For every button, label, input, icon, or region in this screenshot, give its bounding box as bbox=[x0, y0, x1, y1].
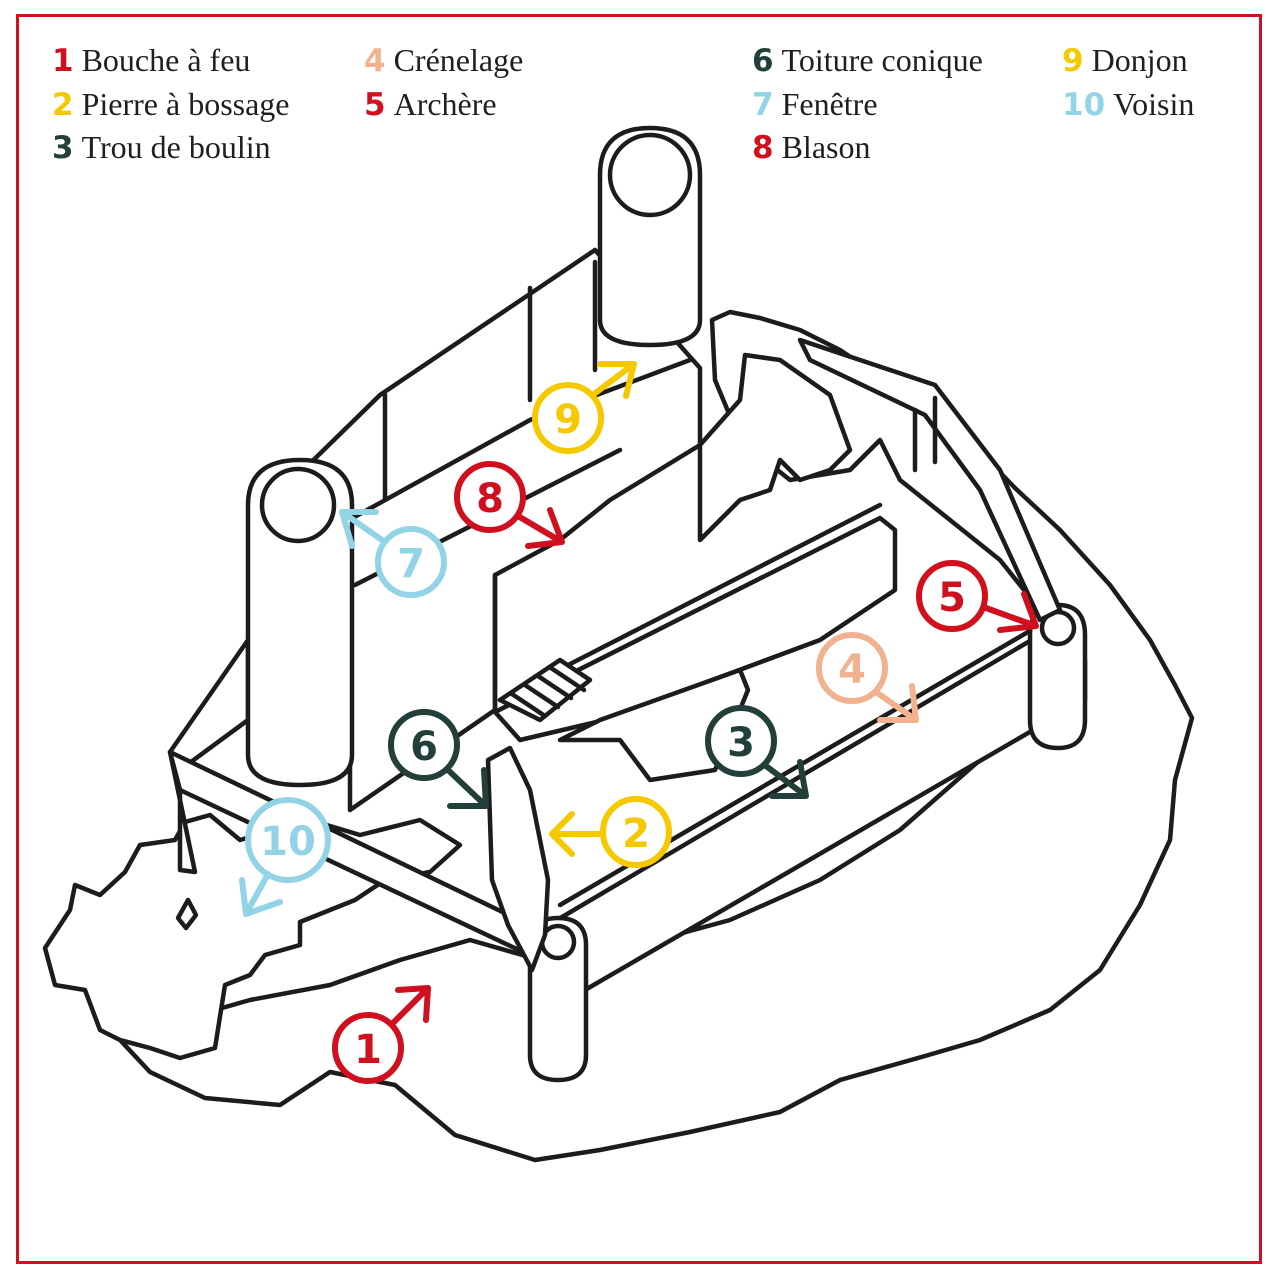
tower-keep-back-roof bbox=[607, 132, 693, 218]
marker-arrow bbox=[515, 507, 565, 549]
marker-9: 9 bbox=[532, 361, 637, 454]
tower-keep-left-roof bbox=[259, 466, 337, 544]
marker-arrow bbox=[339, 509, 385, 549]
legend-label: Trou de boulin bbox=[81, 129, 271, 165]
bridge bbox=[497, 657, 593, 723]
marker-arrow bbox=[763, 759, 809, 799]
legend-label: Archère bbox=[393, 86, 497, 122]
legend-number: 1 bbox=[52, 43, 74, 79]
marker-arrow bbox=[549, 811, 605, 857]
keep-inner-rampart bbox=[337, 357, 693, 528]
legend-number: 4 bbox=[364, 43, 386, 79]
gate-wedge bbox=[485, 745, 551, 973]
legend-number: 6 bbox=[752, 43, 774, 79]
marker-8: 8 bbox=[454, 461, 565, 549]
legend-number: 9 bbox=[1062, 43, 1084, 79]
marker-number: 7 bbox=[397, 541, 425, 587]
legend-label: Donjon bbox=[1091, 42, 1188, 78]
rock-notch bbox=[175, 897, 199, 931]
legend-label: Toiture conique bbox=[781, 42, 983, 78]
marker-number: 8 bbox=[476, 476, 504, 522]
marker-arrow bbox=[873, 683, 919, 723]
marker-arrow bbox=[591, 361, 637, 399]
keep-wall-edges bbox=[352, 259, 623, 713]
red-frame-border bbox=[16, 14, 1262, 1264]
marker-10: 10 bbox=[239, 797, 331, 917]
legend-number: 2 bbox=[52, 87, 74, 123]
legend-label: Fenêtre bbox=[781, 86, 878, 122]
legend-number: 5 bbox=[364, 87, 386, 123]
tower-keep-left bbox=[245, 457, 355, 788]
marker-number: 4 bbox=[838, 647, 866, 693]
marker-number: 6 bbox=[410, 724, 438, 770]
marker-1: 1 bbox=[332, 985, 431, 1084]
marker-3: 3 bbox=[705, 705, 809, 799]
marker-7: 7 bbox=[339, 509, 447, 598]
legend-label: Crénelage bbox=[393, 42, 524, 78]
marker-number: 3 bbox=[727, 720, 755, 766]
marker-arrow bbox=[983, 591, 1039, 633]
marker-arrow bbox=[445, 767, 489, 809]
legend-label: Voisin bbox=[1113, 86, 1195, 122]
rear-wall-right bbox=[797, 337, 1063, 623]
marker-arrow bbox=[239, 871, 283, 917]
marker-4: 4 bbox=[816, 632, 919, 723]
marker-number: 5 bbox=[938, 575, 966, 621]
legend-label: Bouche à feu bbox=[81, 42, 251, 78]
legend-label: Pierre à bossage bbox=[81, 86, 290, 122]
marker-2: 2 bbox=[549, 796, 672, 868]
inner-wall-mid bbox=[492, 515, 898, 743]
marker-number: 10 bbox=[260, 819, 316, 865]
marker-number: 2 bbox=[622, 811, 650, 857]
legend-number: 3 bbox=[52, 130, 74, 166]
marker-arrow bbox=[389, 985, 431, 1027]
marker-number: 1 bbox=[354, 1027, 382, 1073]
marker-6: 6 bbox=[388, 709, 489, 809]
legend-label: Blason bbox=[781, 129, 871, 165]
marker-number: 9 bbox=[554, 397, 582, 443]
legend-number: 10 bbox=[1062, 87, 1106, 123]
rear-wall-merlons bbox=[912, 395, 938, 473]
legend-number: 8 bbox=[752, 130, 774, 166]
legend-number: 7 bbox=[752, 87, 774, 123]
rock-cliff-back bbox=[697, 352, 853, 543]
marker-5: 5 bbox=[916, 560, 1039, 633]
bridge-hatching bbox=[509, 665, 587, 719]
